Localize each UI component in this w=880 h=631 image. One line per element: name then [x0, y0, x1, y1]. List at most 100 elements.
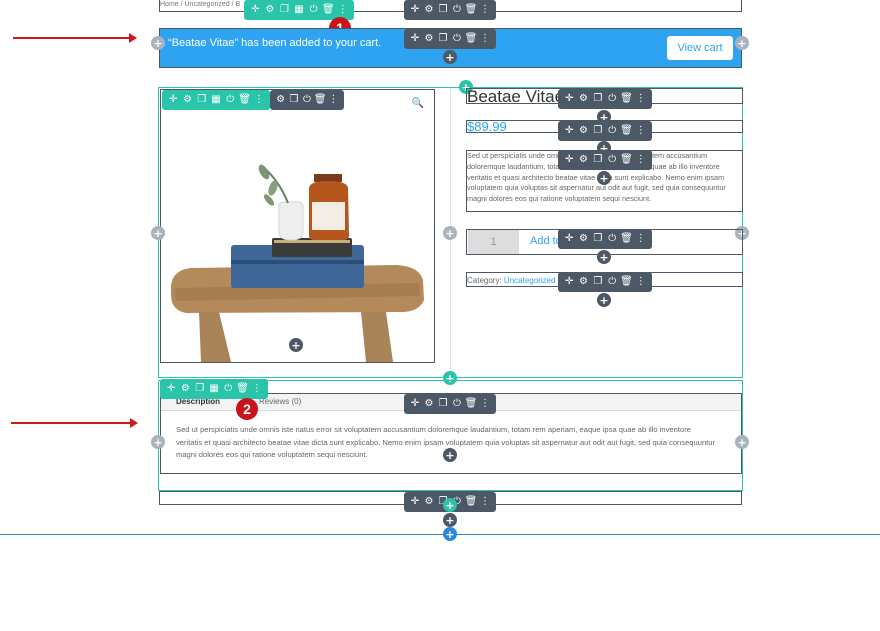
power-icon[interactable]: ⏻: [608, 233, 617, 244]
move-icon[interactable]: ✛: [564, 154, 574, 165]
trash-icon[interactable]: 🗑: [464, 496, 478, 507]
tabs-add-module-icon[interactable]: +: [443, 448, 457, 462]
trash-icon[interactable]: 🗑: [620, 233, 633, 244]
column-toolbar[interactable]: ✛ ⚙ ❐ ▦ ⏻ 🗑 ⋮: [162, 90, 270, 110]
move-icon[interactable]: ✛: [564, 233, 574, 244]
row-add-bottom-icon[interactable]: +: [443, 371, 457, 385]
gear-icon[interactable]: ⚙: [579, 93, 588, 104]
move-icon[interactable]: ✛: [564, 93, 574, 104]
move-icon[interactable]: ✛: [410, 4, 420, 15]
more-icon[interactable]: ⋮: [635, 125, 646, 136]
tabs-add-left-icon[interactable]: +: [151, 435, 165, 449]
trash-icon[interactable]: 🗑: [236, 383, 249, 394]
move-icon[interactable]: ✛: [410, 398, 420, 409]
tabs-module-toolbar[interactable]: ✛ ⚙ ❐ ⏻ 🗑 ⋮: [404, 394, 496, 414]
power-icon[interactable]: ⏻: [224, 383, 233, 394]
category-link[interactable]: Uncategorized: [503, 276, 556, 285]
power-icon[interactable]: ⏻: [309, 4, 318, 15]
tab-description[interactable]: Description: [176, 397, 221, 406]
more-icon[interactable]: ⋮: [480, 4, 490, 15]
meta-module-toolbar[interactable]: ✛ ⚙ ❐ ⏻ 🗑 ⋮: [558, 272, 652, 292]
power-icon[interactable]: ⏻: [608, 93, 617, 104]
move-icon[interactable]: ✛: [410, 33, 420, 44]
tabs-add-right-icon[interactable]: +: [735, 435, 749, 449]
duplicate-icon[interactable]: ❐: [438, 398, 448, 409]
trash-icon[interactable]: 🗑: [238, 94, 251, 105]
gear-icon[interactable]: ⚙: [579, 125, 588, 136]
product-image-module[interactable]: 🔍: [160, 89, 435, 363]
trash-icon[interactable]: 🗑: [620, 93, 633, 104]
columns-icon[interactable]: ▦: [294, 4, 304, 15]
quantity-input[interactable]: 1: [468, 230, 519, 254]
duplicate-icon[interactable]: ❐: [195, 383, 205, 394]
more-icon[interactable]: ⋮: [480, 496, 490, 507]
trash-icon[interactable]: 🗑: [620, 154, 633, 165]
trash-icon[interactable]: 🗑: [321, 4, 335, 15]
section-add-right-icon[interactable]: +: [735, 36, 749, 50]
search-icon[interactable]: 🔍: [411, 98, 424, 109]
tabs-row-toolbar[interactable]: ✛ ⚙ ❐ ▦ ⏻ 🗑 ⋮: [160, 379, 268, 399]
more-icon[interactable]: ⋮: [480, 398, 490, 409]
move-icon[interactable]: ✛: [564, 125, 574, 136]
bottom-add-row-icon[interactable]: +: [443, 498, 457, 512]
move-icon[interactable]: ✛: [168, 94, 178, 105]
description-add-module-icon[interactable]: +: [597, 171, 611, 185]
duplicate-icon[interactable]: ❐: [593, 276, 603, 287]
duplicate-icon[interactable]: ❐: [279, 4, 289, 15]
more-icon[interactable]: ⋮: [635, 276, 646, 287]
gear-icon[interactable]: ⚙: [265, 4, 275, 15]
duplicate-icon[interactable]: ❐: [593, 154, 603, 165]
duplicate-icon[interactable]: ❐: [593, 93, 603, 104]
trash-icon[interactable]: 🗑: [313, 94, 327, 105]
meta-add-module-icon[interactable]: +: [597, 293, 611, 307]
gear-icon[interactable]: ⚙: [579, 154, 588, 165]
more-icon[interactable]: ⋮: [635, 154, 646, 165]
description-module-toolbar[interactable]: ✛ ⚙ ❐ ⏻ 🗑 ⋮: [558, 150, 652, 170]
gear-icon[interactable]: ⚙: [424, 4, 434, 15]
trash-icon[interactable]: 🗑: [620, 276, 633, 287]
columns-icon[interactable]: ▦: [209, 383, 219, 394]
image-module-toolbar[interactable]: ⚙ ❐ ⏻ 🗑 ⋮: [270, 90, 344, 110]
more-icon[interactable]: ⋮: [635, 93, 646, 104]
price-module-toolbar[interactable]: ✛ ⚙ ❐ ⏻ 🗑 ⋮: [558, 121, 652, 141]
more-icon[interactable]: ⋮: [480, 33, 490, 44]
trash-icon[interactable]: 🗑: [464, 4, 478, 15]
power-icon[interactable]: ⏻: [608, 276, 617, 287]
more-icon[interactable]: ⋮: [337, 4, 348, 15]
add-to-cart-add-module-icon[interactable]: +: [597, 250, 611, 264]
notice-add-module-icon[interactable]: +: [443, 50, 457, 64]
gear-icon[interactable]: ⚙: [276, 94, 286, 105]
notice-module-toolbar[interactable]: ✛ ⚙ ❐ ⏻ 🗑 ⋮: [404, 29, 496, 49]
gear-icon[interactable]: ⚙: [579, 276, 588, 287]
row-toolbar-top[interactable]: ✛ ⚙ ❐ ▦ ⏻ 🗑 ⋮: [244, 0, 354, 20]
view-cart-button[interactable]: View cart: [667, 36, 733, 60]
column-add-left-icon[interactable]: +: [151, 226, 165, 240]
bottom-add-module-icon[interactable]: +: [443, 513, 457, 527]
move-icon[interactable]: ✛: [564, 276, 574, 287]
duplicate-icon[interactable]: ❐: [289, 94, 299, 105]
duplicate-icon[interactable]: ❐: [197, 94, 207, 105]
trash-icon[interactable]: 🗑: [620, 125, 633, 136]
more-icon[interactable]: ⋮: [635, 233, 646, 244]
move-icon[interactable]: ✛: [166, 383, 176, 394]
power-icon[interactable]: ⏻: [608, 154, 617, 165]
more-icon[interactable]: ⋮: [251, 383, 262, 394]
power-icon[interactable]: ⏻: [226, 94, 235, 105]
gear-icon[interactable]: ⚙: [424, 398, 434, 409]
move-icon[interactable]: ✛: [251, 4, 260, 15]
trash-icon[interactable]: 🗑: [464, 398, 478, 409]
more-icon[interactable]: ⋮: [253, 94, 264, 105]
move-icon[interactable]: ✛: [410, 496, 420, 507]
title-module-toolbar[interactable]: ✛ ⚙ ❐ ⏻ 🗑 ⋮: [558, 89, 652, 109]
gear-icon[interactable]: ⚙: [424, 33, 434, 44]
add-to-cart-module-toolbar[interactable]: ✛ ⚙ ❐ ⏻ 🗑 ⋮: [558, 229, 652, 249]
gear-icon[interactable]: ⚙: [579, 233, 588, 244]
gear-icon[interactable]: ⚙: [180, 383, 190, 394]
tab-reviews[interactable]: Reviews (0): [259, 397, 302, 406]
duplicate-icon[interactable]: ❐: [593, 233, 603, 244]
column-add-middle-icon[interactable]: +: [443, 226, 457, 240]
power-icon[interactable]: ⏻: [608, 125, 617, 136]
power-icon[interactable]: ⏻: [453, 4, 461, 15]
columns-icon[interactable]: ▦: [211, 94, 221, 105]
power-icon[interactable]: ⏻: [303, 94, 311, 105]
